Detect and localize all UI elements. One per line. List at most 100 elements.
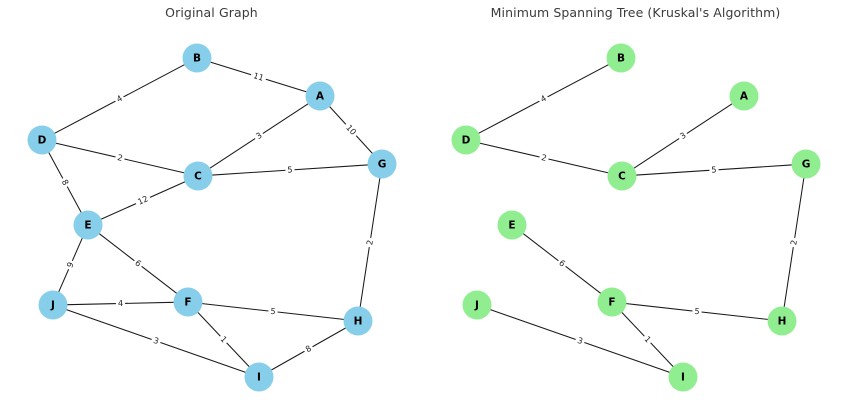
- graph-node-J[interactable]: J: [462, 290, 492, 320]
- edge-weight-label-B-A: 11: [252, 70, 265, 83]
- edge-label-backdrop: [249, 69, 268, 85]
- graph-node-H[interactable]: H: [767, 306, 797, 336]
- node-label-A: A: [316, 91, 325, 103]
- edge-weight-label-G-H: 2: [788, 239, 799, 246]
- edge-weight-label-C-G: 5: [711, 164, 717, 174]
- edge-weight-label-J-I: 3: [152, 335, 160, 346]
- graph-node-D[interactable]: D: [451, 125, 481, 155]
- edge-label-backdrop: [133, 192, 153, 209]
- graph-node-C[interactable]: C: [607, 161, 637, 191]
- edge-weight-label-F-I: 1: [642, 334, 653, 345]
- graph-node-C[interactable]: C: [183, 161, 213, 191]
- node-label-C: C: [618, 171, 626, 183]
- node-circle-F[interactable]: [597, 287, 627, 317]
- edge-label-backdrop: [149, 334, 163, 348]
- edge-label-backdrop: [709, 164, 719, 176]
- graph-node-H[interactable]: H: [343, 306, 373, 336]
- node-circle-C[interactable]: [607, 161, 637, 191]
- edge-weight-label-F-I: 1: [218, 334, 229, 345]
- graph-node-F[interactable]: F: [173, 287, 203, 317]
- node-label-B: B: [193, 53, 201, 65]
- graph-node-D[interactable]: D: [27, 125, 57, 155]
- edge-label-backdrop: [63, 258, 78, 272]
- node-label-F: F: [184, 297, 191, 309]
- edge-weight-label-E-F: 6: [133, 258, 143, 269]
- edge-weight-label-B-D: 4: [115, 93, 124, 104]
- edge-weight-label-H-I: 8: [304, 343, 313, 354]
- node-label-G: G: [802, 159, 811, 171]
- node-circle-F[interactable]: [173, 287, 203, 317]
- edge-weight-label-A-C: 3: [254, 130, 264, 141]
- node-circle-H[interactable]: [343, 306, 373, 336]
- edge-label-backdrop: [573, 334, 587, 348]
- edge-label-backdrop: [114, 151, 126, 165]
- graph-node-B[interactable]: B: [182, 43, 212, 73]
- node-circle-B[interactable]: [606, 43, 636, 73]
- node-circle-G[interactable]: [367, 149, 397, 179]
- node-label-I: I: [681, 372, 685, 384]
- edge-label-backdrop: [640, 332, 655, 347]
- graph-node-F[interactable]: F: [597, 287, 627, 317]
- node-circle-B[interactable]: [182, 43, 212, 73]
- edge-weight-label-D-C: 2: [116, 152, 123, 163]
- edge-label-backdrop: [537, 92, 550, 106]
- edge-weight-label-E-J: 9: [64, 260, 75, 269]
- node-circle-I[interactable]: [244, 362, 274, 392]
- edge-weight-label-A-C: 3: [678, 130, 688, 141]
- edge-weight-label-C-E: 12: [136, 193, 150, 206]
- edge-label-backdrop: [788, 237, 800, 248]
- graph-node-A[interactable]: A: [305, 81, 335, 111]
- node-circle-G[interactable]: [791, 149, 821, 179]
- edge-weight-label-D-C: 2: [540, 152, 547, 163]
- node-circle-C[interactable]: [183, 161, 213, 191]
- node-circle-H[interactable]: [767, 306, 797, 336]
- graph-node-A[interactable]: A: [729, 81, 759, 111]
- node-circle-A[interactable]: [729, 81, 759, 111]
- graph-node-I[interactable]: I: [244, 362, 274, 392]
- graph-node-G[interactable]: G: [791, 149, 821, 179]
- graph-node-E[interactable]: E: [73, 210, 103, 240]
- panel-title-original: Original Graph: [165, 5, 258, 20]
- node-circle-D[interactable]: [451, 125, 481, 155]
- node-label-G: G: [378, 159, 387, 171]
- edge-label-backdrop: [538, 151, 550, 165]
- node-circle-J[interactable]: [38, 290, 68, 320]
- edge-label-backdrop: [115, 298, 126, 309]
- edge-label-backdrop: [131, 256, 145, 271]
- edge-label-backdrop: [58, 175, 72, 190]
- graph-node-E[interactable]: E: [497, 210, 527, 240]
- graph-node-I[interactable]: I: [668, 362, 698, 392]
- node-circle-D[interactable]: [27, 125, 57, 155]
- node-label-J: J: [474, 300, 479, 312]
- node-layer: A B C D E F G H I J: [27, 43, 397, 392]
- graph-node-G[interactable]: G: [367, 149, 397, 179]
- node-label-H: H: [778, 316, 787, 328]
- edge-label-backdrop: [301, 342, 316, 356]
- edge-label-backdrop: [676, 129, 690, 143]
- edge-label-backdrop: [216, 332, 231, 347]
- edge-label-backdrop: [364, 237, 376, 248]
- edge-label-backdrop: [252, 129, 266, 143]
- node-label-A: A: [740, 91, 749, 103]
- node-circle-E[interactable]: [73, 210, 103, 240]
- graph-node-J[interactable]: J: [38, 290, 68, 320]
- node-circle-I[interactable]: [668, 362, 698, 392]
- edge-weight-label-J-I: 3: [576, 335, 584, 346]
- node-circle-J[interactable]: [462, 290, 492, 320]
- node-circle-E[interactable]: [497, 210, 527, 240]
- edge-label-backdrop: [113, 92, 126, 106]
- edge-weight-label-B-D: 4: [539, 93, 548, 104]
- node-label-C: C: [194, 171, 202, 183]
- node-label-D: D: [462, 135, 471, 147]
- edge-weight-label-F-H: 5: [270, 306, 276, 317]
- graph-node-B[interactable]: B: [606, 43, 636, 73]
- edge-weight-label-E-F: 6: [557, 258, 567, 269]
- edge-label-backdrop: [555, 256, 569, 271]
- node-circle-A[interactable]: [305, 81, 335, 111]
- node-label-I: I: [257, 372, 261, 384]
